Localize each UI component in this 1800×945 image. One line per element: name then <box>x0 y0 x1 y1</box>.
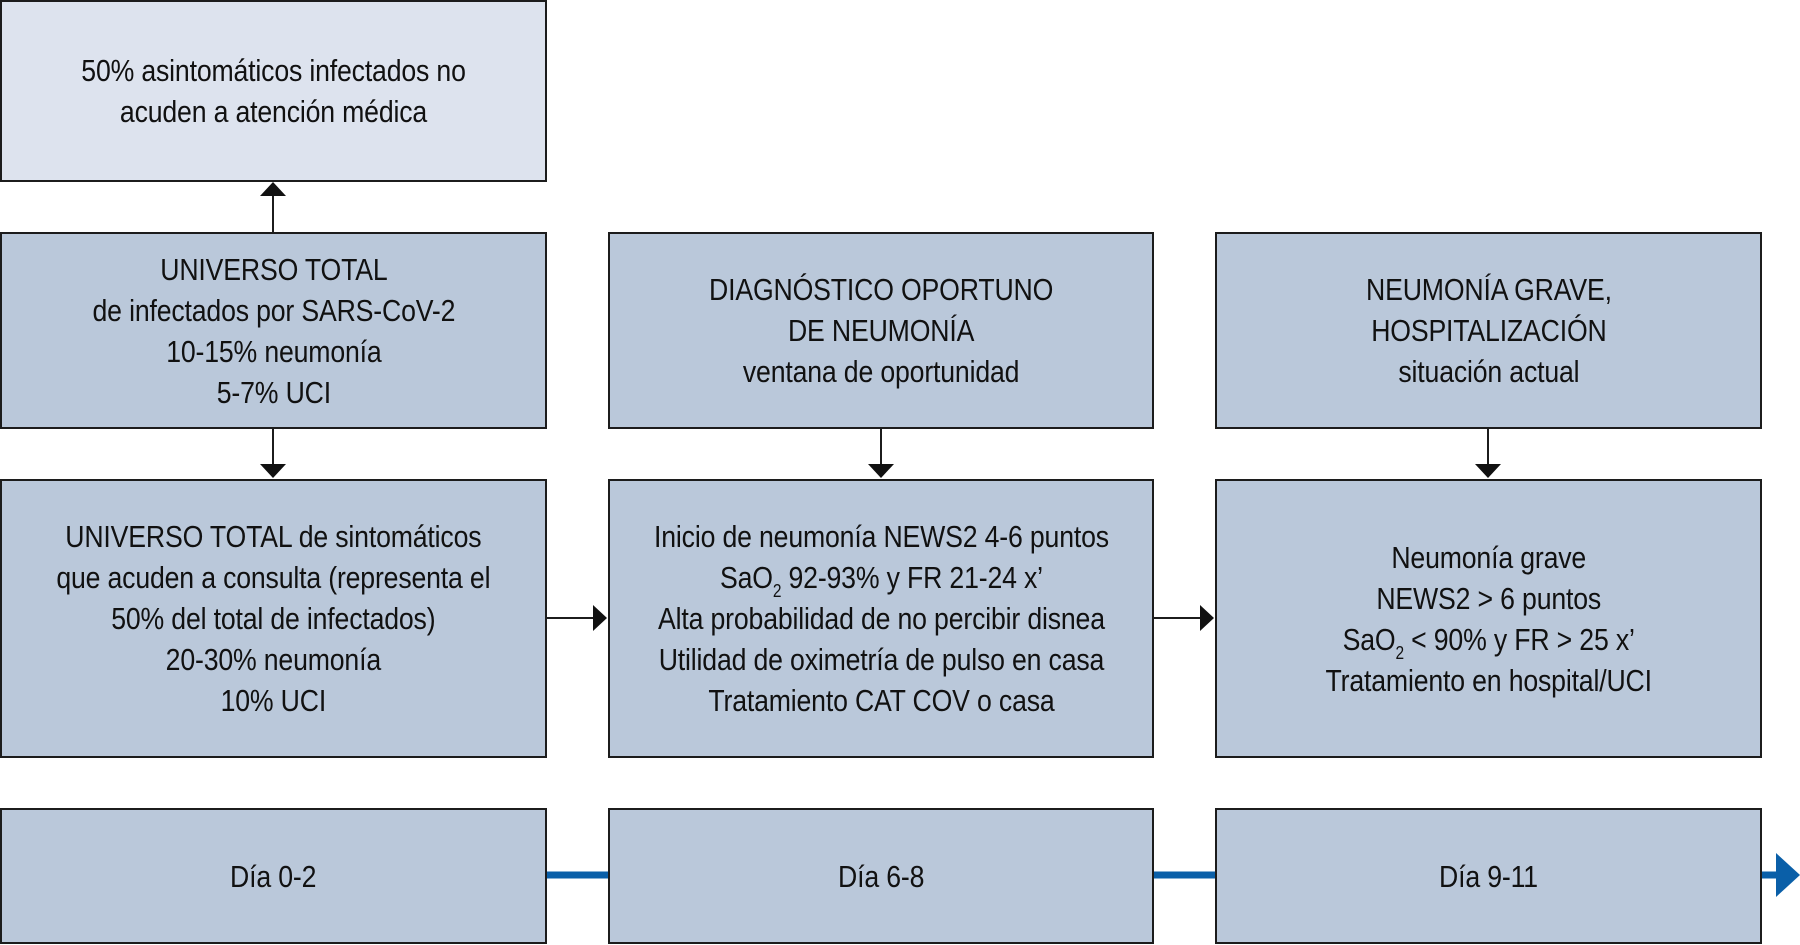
header-line: 5-7% UCI <box>216 374 331 410</box>
timeline-label: Día 0-2 <box>230 858 317 894</box>
asymptomatic-box: 50% asintomáticos infectados no acuden a… <box>0 0 547 182</box>
timeline-day-9-11: Día 9-11 <box>1215 808 1762 944</box>
timeline-day-0-2: Día 0-2 <box>0 808 547 944</box>
header-line: DE NEUMONÍA <box>787 313 975 348</box>
asymptomatic-line: 50% asintomáticos infectados no <box>81 53 466 88</box>
header-text: NEUMONÍA GRAVE, HOSPITALIZACIÓN situació… <box>1366 269 1612 392</box>
detail-text: Inicio de neumonía NEWS2 4-6 puntos SaO2… <box>654 516 1109 721</box>
asymptomatic-line: acuden a atención médica <box>119 94 428 129</box>
detail-line-sao2: SaO2 < 90% y FR > 25 x’ <box>1325 619 1651 663</box>
detail-text: Neumonía grave NEWS2 > 6 puntos SaO2 < 9… <box>1325 537 1651 701</box>
header-text: UNIVERSO TOTAL de infectados por SARS-Co… <box>92 249 455 413</box>
detail-line: Tratamiento CAT COV o casa <box>707 683 1055 718</box>
detail-line: 10% UCI <box>220 683 327 718</box>
detail-text: UNIVERSO TOTAL de sintomáticos que acude… <box>56 516 490 721</box>
header-line: HOSPITALIZACIÓN <box>1370 313 1607 348</box>
arrowhead-up-icon <box>260 182 286 196</box>
timeline-label: Día 9-11 <box>1439 858 1538 894</box>
subscript: 2 <box>772 581 781 601</box>
header-line: 10-15% neumonía <box>165 333 382 369</box>
sao2-values: 92-93% y FR 21-24 x’ <box>780 560 1043 595</box>
sao2-label: SaO <box>719 560 773 595</box>
arrowhead-down-icon <box>868 464 894 478</box>
asymptomatic-text: 50% asintomáticos infectados no acuden a… <box>81 50 466 132</box>
sao2-label: SaO <box>1342 621 1396 657</box>
detail-line: Tratamiento en hospital/UCI <box>1325 662 1652 698</box>
arrowhead-down-icon <box>1475 464 1501 478</box>
detail-severe-pneumonia: Neumonía grave NEWS2 > 6 puntos SaO2 < 9… <box>1215 479 1762 758</box>
detail-line: Utilidad de oximetría de pulso en casa <box>658 642 1104 677</box>
detail-line: 50% del total de infectados) <box>111 601 436 636</box>
header-line: situación actual <box>1397 354 1580 389</box>
timeline-label: Día 6-8 <box>837 858 925 894</box>
header-line: NEUMONÍA GRAVE, <box>1365 272 1612 307</box>
detail-line: Neumonía grave <box>1391 539 1586 575</box>
detail-line-sao2: SaO2 92-93% y FR 21-24 x’ <box>654 557 1109 601</box>
detail-line: Inicio de neumonía NEWS2 4-6 puntos <box>653 519 1109 554</box>
detail-line: Alta probabilidad de no percibir disnea <box>657 601 1105 636</box>
detail-line: 20-30% neumonía <box>165 642 382 677</box>
subscript: 2 <box>1395 642 1404 663</box>
detail-symptomatic: UNIVERSO TOTAL de sintomáticos que acude… <box>0 479 547 758</box>
header-line: UNIVERSO TOTAL <box>159 251 388 287</box>
arrowhead-right-icon <box>1200 605 1214 631</box>
detail-line: UNIVERSO TOTAL de sintomáticos <box>65 519 482 554</box>
arrowhead-right-icon <box>593 605 607 631</box>
header-severe-pneumonia: NEUMONÍA GRAVE, HOSPITALIZACIÓN situació… <box>1215 232 1762 429</box>
detail-line: NEWS2 > 6 puntos <box>1376 580 1601 616</box>
timeline-arrowhead-icon <box>1776 853 1800 897</box>
header-total-infected: UNIVERSO TOTAL de infectados por SARS-Co… <box>0 232 547 429</box>
header-line: de infectados por SARS-CoV-2 <box>92 292 455 328</box>
header-timely-diagnosis: DIAGNÓSTICO OPORTUNO DE NEUMONÍA ventana… <box>608 232 1154 429</box>
detail-pneumonia-onset: Inicio de neumonía NEWS2 4-6 puntos SaO2… <box>608 479 1154 758</box>
header-line: ventana de oportunidad <box>742 354 1020 389</box>
timeline-day-6-8: Día 6-8 <box>608 808 1154 944</box>
header-line: DIAGNÓSTICO OPORTUNO <box>708 272 1054 307</box>
detail-line: que acuden a consulta (representa el <box>56 560 491 595</box>
arrowhead-down-icon <box>260 464 286 478</box>
sao2-values: < 90% y FR > 25 x’ <box>1403 621 1635 657</box>
header-text: DIAGNÓSTICO OPORTUNO DE NEUMONÍA ventana… <box>709 269 1053 392</box>
